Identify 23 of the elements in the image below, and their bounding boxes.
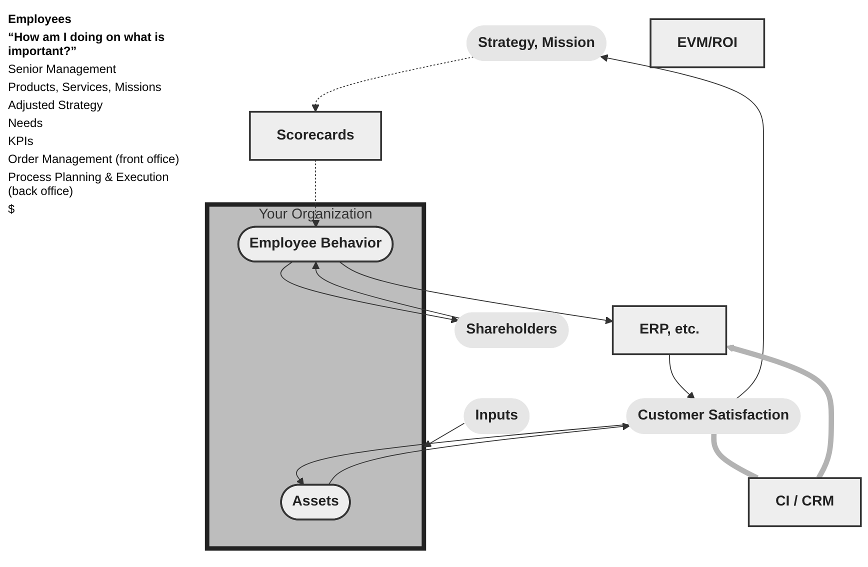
node-caption: Employees	[8, 12, 72, 26]
arrow	[339, 261, 614, 324]
node-box: Scorecards	[249, 110, 382, 161]
annotation-label: Products, Services, Missions	[8, 80, 162, 94]
annotation-label: Process Planning & Execution (back office)	[8, 170, 170, 198]
arrow	[669, 353, 696, 400]
arrow	[312, 159, 320, 228]
annotation-label: Order Management (front office)	[8, 152, 180, 166]
arrow	[424, 422, 465, 447]
arrow	[600, 54, 764, 400]
node-caption: “How am I doing on what is important?”	[8, 30, 166, 58]
arrow	[726, 344, 834, 480]
annotation-label: $	[8, 202, 16, 216]
node-box: ERP, etc.	[612, 304, 728, 355]
node-box: CI / CRM	[748, 476, 862, 527]
annotation-label: Senior Management	[8, 62, 118, 76]
node-box: EVM/ROI	[650, 18, 766, 68]
arrow	[312, 261, 461, 319]
arrow	[280, 261, 459, 323]
annotation-label: Needs	[8, 116, 44, 130]
annotation-label: Adjusted Strategy	[8, 98, 104, 112]
annotation-label: KPIs	[8, 134, 34, 148]
arrow	[312, 56, 474, 112]
